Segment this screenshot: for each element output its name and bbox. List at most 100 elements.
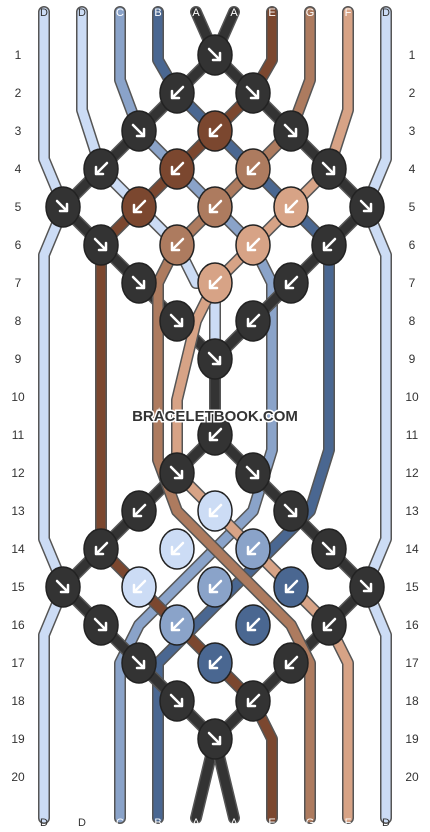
knot-arrow-icon xyxy=(321,161,336,176)
row-number-right: 10 xyxy=(405,390,419,404)
knot xyxy=(273,186,309,228)
knot-arrow-icon xyxy=(169,693,184,708)
knot-arrow-icon xyxy=(208,199,223,214)
knot xyxy=(197,566,233,608)
knot-arrow-icon xyxy=(321,541,336,556)
row-number-right: 1 xyxy=(409,48,416,62)
knot xyxy=(235,72,271,114)
knot xyxy=(159,528,195,570)
knot-arrow-icon xyxy=(170,617,185,632)
knot-arrow-icon xyxy=(246,617,261,632)
knot xyxy=(349,566,385,608)
knot-arrow-icon xyxy=(170,85,185,100)
knot xyxy=(197,186,233,228)
row-number-left: 16 xyxy=(11,618,25,632)
row-number-left: 3 xyxy=(15,124,22,138)
knot-arrow-icon xyxy=(359,579,373,593)
string-label-bottom: B xyxy=(154,817,161,829)
row-number-right: 2 xyxy=(409,86,416,100)
knot-arrow-icon xyxy=(208,275,223,290)
knot-arrow-icon xyxy=(94,541,109,556)
row-number-right: 11 xyxy=(406,428,419,442)
knot-arrow-icon xyxy=(132,199,147,214)
knot-arrow-icon xyxy=(170,541,185,556)
knot xyxy=(197,34,233,76)
knot-arrow-icon xyxy=(170,161,185,176)
string-label-bottom: F xyxy=(345,817,352,829)
string-label-bottom: C xyxy=(116,817,124,829)
knot xyxy=(159,680,195,722)
knot xyxy=(273,110,309,152)
string-label-bottom: A xyxy=(230,817,238,829)
knot xyxy=(83,224,119,266)
knot xyxy=(121,262,157,304)
knot-arrow-icon xyxy=(207,351,222,366)
knot-arrow-icon xyxy=(322,237,337,252)
row-number-left: 2 xyxy=(15,86,22,100)
row-number-left: 13 xyxy=(11,504,25,518)
strand-right-edge xyxy=(361,7,391,823)
knot xyxy=(235,528,271,570)
knot-arrow-icon xyxy=(132,579,147,594)
knot-arrow-icon xyxy=(131,275,146,290)
knot-arrow-icon xyxy=(246,541,261,556)
row-number-right: 13 xyxy=(405,504,419,518)
knot xyxy=(159,300,195,342)
knot xyxy=(159,148,195,190)
row-number-right: 4 xyxy=(409,162,416,176)
row-number-left: 20 xyxy=(11,770,25,784)
knot-arrow-icon xyxy=(284,655,299,670)
string-label-bottom: A xyxy=(192,817,200,829)
row-number-right: 14 xyxy=(405,542,419,556)
row-number-right: 3 xyxy=(409,124,416,138)
row-number-right: 17 xyxy=(405,656,419,670)
string-label-top: F xyxy=(345,7,352,19)
knot-arrow-icon xyxy=(208,503,223,518)
knot-arrow-icon xyxy=(55,199,69,213)
knot-arrow-icon xyxy=(284,275,299,290)
knot xyxy=(121,642,157,684)
knot xyxy=(121,566,157,608)
string-label-top: D xyxy=(382,7,390,19)
row-number-left: 11 xyxy=(12,428,25,442)
string-label-bottom: D xyxy=(382,817,390,829)
row-number-left: 7 xyxy=(15,276,22,290)
knot xyxy=(121,186,157,228)
knot-arrow-icon xyxy=(169,313,184,328)
knot xyxy=(235,452,271,494)
knot xyxy=(197,414,233,456)
string-label-bottom: G xyxy=(306,817,315,829)
row-number-left: 6 xyxy=(15,238,22,252)
knot-arrow-icon xyxy=(283,503,298,518)
row-number-right: 20 xyxy=(405,770,419,784)
string-label-bottom: D xyxy=(78,817,86,829)
knot-arrow-icon xyxy=(284,579,299,594)
knot-arrow-icon xyxy=(131,655,146,670)
row-number-left: 9 xyxy=(15,352,22,366)
string-label-bottom: D xyxy=(40,817,48,829)
knot xyxy=(311,224,347,266)
knot xyxy=(121,490,157,532)
knot xyxy=(159,224,195,266)
knot-arrow-icon xyxy=(131,123,146,138)
watermark: BRACELETBOOK.COM xyxy=(132,408,298,425)
knot xyxy=(83,528,119,570)
row-number-right: 18 xyxy=(405,694,419,708)
string-label-top: D xyxy=(40,7,48,19)
knot xyxy=(197,642,233,684)
knot-arrow-icon xyxy=(246,237,261,252)
row-number-left: 14 xyxy=(11,542,25,556)
row-number-right: 8 xyxy=(409,314,416,328)
knot-arrow-icon xyxy=(359,199,373,213)
row-number-right: 6 xyxy=(409,238,416,252)
knot xyxy=(197,110,233,152)
row-number-right: 16 xyxy=(405,618,419,632)
string-label-top: G xyxy=(306,7,315,19)
knot-arrow-icon xyxy=(207,731,222,746)
knot xyxy=(311,528,347,570)
knot xyxy=(159,72,195,114)
knot xyxy=(273,262,309,304)
knot-arrow-icon xyxy=(208,655,223,670)
knots-layer xyxy=(45,34,385,760)
